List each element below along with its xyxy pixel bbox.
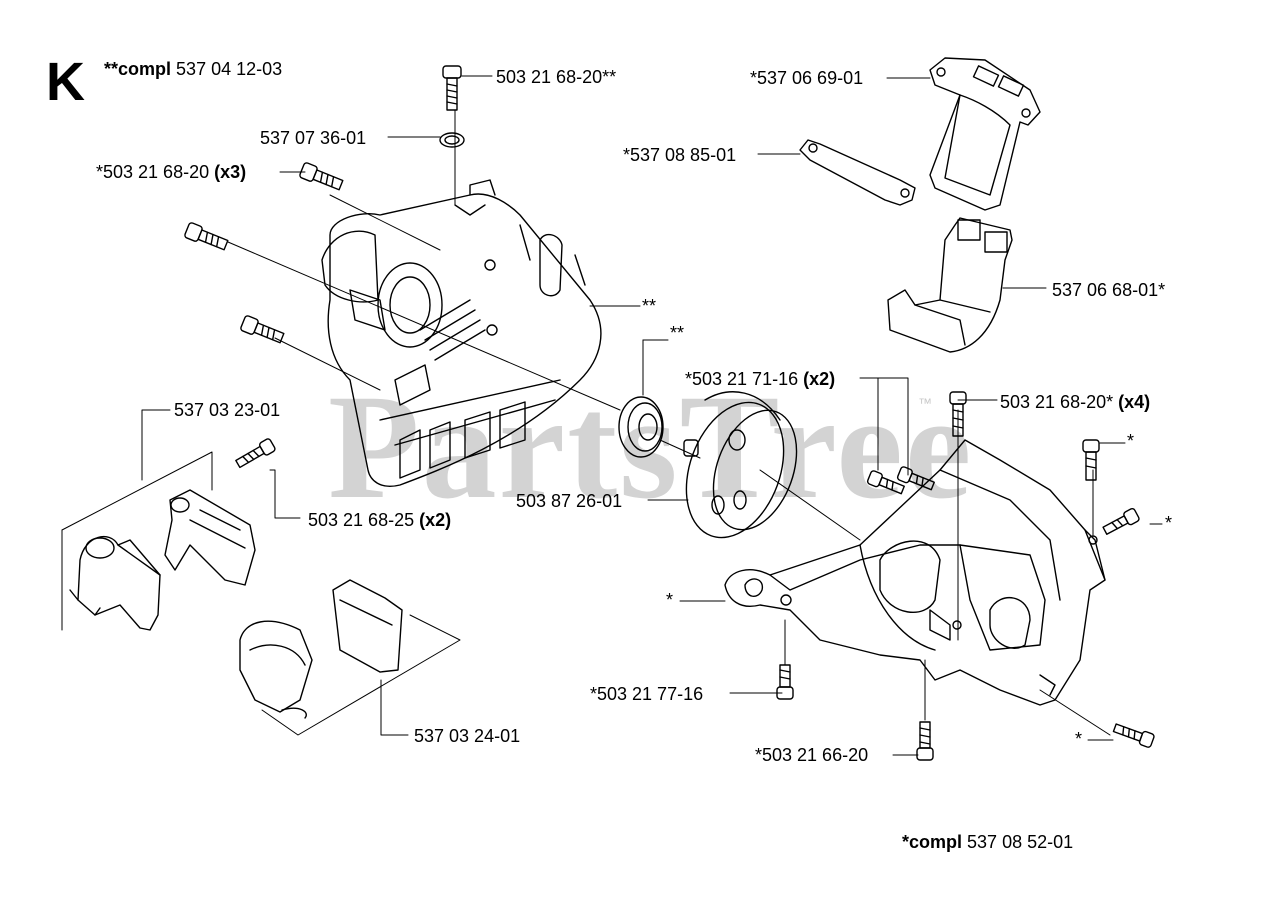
part-label: 537 03 24-01 [414, 726, 521, 746]
crankcase [724, 439, 1106, 706]
part-label: * [1127, 431, 1135, 451]
screw-set-503-21-71-16-x2 [866, 466, 935, 495]
intake-adapter-537-06-68-01 [887, 217, 1013, 353]
upper-kit-label: **compl 537 04 12-03 [104, 59, 283, 79]
part-label: *503 21 66-20 [755, 745, 869, 765]
parts-tree-watermark: PartsTree [328, 364, 974, 530]
intake-boot-537-06-69-01 [929, 57, 1041, 211]
part-label: 503 87 26-01 [516, 491, 623, 511]
part-label: 503 21 68-25 (x2) [308, 510, 452, 530]
screw-right-top [1082, 439, 1100, 481]
part-label: *503 21 68-20 (x3) [96, 162, 247, 182]
screw-set-503-21-68-20-x3 [184, 162, 344, 344]
washer-537-07-36-01 [439, 132, 465, 148]
kit-brackets [61, 451, 461, 736]
part-label: 503 21 68-20** [496, 67, 617, 87]
intake-flange-537-03-23-01 [69, 535, 161, 631]
part-label: 503 21 68-20* (x4) [1000, 392, 1151, 412]
lower-kit-label: *compl 537 08 52-01 [902, 832, 1074, 852]
bearing [618, 396, 664, 458]
screw-right-bottom [1112, 723, 1155, 748]
trademark-mark: ™ [918, 395, 932, 411]
intake-sleeve-537-03-23-01 [164, 489, 256, 586]
screw-503-21-68-20-x4 [949, 391, 967, 437]
clutch-drum-503-87-26-01 [683, 391, 798, 539]
part-label: * [1165, 513, 1173, 533]
part-label: *503 21 77-16 [590, 684, 704, 704]
part-label: 537 07 36-01 [260, 128, 367, 148]
part-label: *537 06 69-01 [750, 68, 864, 88]
part-label: * [1075, 729, 1083, 749]
part-label: 537 03 23-01 [174, 400, 281, 420]
part-label: ** [670, 323, 685, 343]
screw-503-21-77-16 [776, 664, 794, 700]
part-label: *537 08 85-01 [623, 145, 737, 165]
screw-503-21-68-25-x2 [235, 438, 276, 469]
heat-shield-537-03-24-01 [239, 579, 403, 719]
part-label: ** [642, 296, 657, 316]
section-letter: K [46, 52, 85, 112]
part-label: * [666, 590, 674, 610]
part-label: 537 06 68-01* [1052, 280, 1166, 300]
screw-right-side [1102, 507, 1140, 535]
screw-503-21-66-20 [916, 721, 934, 761]
leader-lines [141, 75, 1163, 756]
cylinder-housing [321, 179, 602, 487]
screw-503-21-68-20 [442, 65, 462, 111]
part-label: *503 21 71-16 (x2) [685, 369, 836, 389]
gasket-537-08-85-01 [799, 139, 916, 206]
